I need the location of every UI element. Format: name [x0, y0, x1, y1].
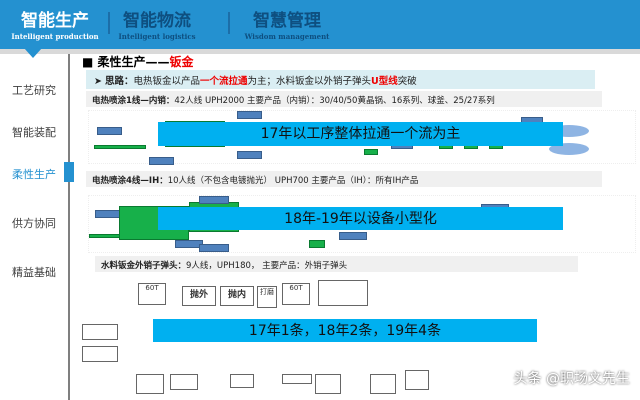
- sketch-grind-label: 打磨: [257, 286, 277, 308]
- operator-box: [237, 151, 262, 159]
- tab-title: 智能物流: [123, 11, 191, 31]
- sidebar-timeline: [68, 54, 70, 400]
- sketch-press-label: 60T: [282, 283, 310, 305]
- line-name: 水料钣金外销子弹头：: [101, 261, 187, 271]
- idea-text: 为主；水料钣金以外销子弹头: [247, 76, 372, 87]
- operator-box: [237, 111, 262, 119]
- sidebar-item-flexible-production[interactable]: 柔性生产: [12, 168, 56, 181]
- title-text: 柔性生产——: [97, 55, 170, 69]
- sketch-station: [136, 374, 164, 394]
- line-desc: 9人线，UPH180， 主要产品：外销子弹头: [186, 261, 348, 271]
- tab-divider: [108, 12, 110, 34]
- tab-intelligent-logistics[interactable]: 智能物流 Intelligent logistics: [112, 10, 202, 42]
- tab-title: 智慧管理: [253, 11, 321, 31]
- idea-text: 突破: [397, 76, 417, 87]
- output-cloud: [549, 143, 589, 155]
- sketch-station: [370, 374, 396, 394]
- section-title: ■ 柔性生产——钣金: [82, 55, 194, 69]
- line-2-banner: 18年-19年以设备小型化: [158, 207, 563, 230]
- sketch-station: [230, 374, 254, 388]
- sidebar-item-supplier-collaboration[interactable]: 供方协同: [12, 217, 56, 230]
- operator-box: [199, 244, 229, 252]
- top-nav-bar: [0, 0, 640, 49]
- line-desc: 10人线（不包含电镀抛光） UPH700 主要产品（IH）：所有IH产品: [167, 176, 419, 186]
- header-band: [0, 49, 640, 54]
- idea-highlight: U型线: [371, 76, 398, 87]
- sidebar-item-smart-assembly[interactable]: 智能装配: [12, 126, 56, 139]
- line-3-info: 水料钣金外销子弹头：9人线，UPH180， 主要产品：外销子弹头: [95, 256, 578, 272]
- tab-divider: [228, 12, 230, 34]
- watermark: 头条 @职场文先生: [513, 371, 630, 387]
- idea-label: 思路：: [104, 76, 134, 87]
- sketch-station: [82, 324, 118, 340]
- line-1-info: 电热喷涂1线—内销：42人线 UPH2000 主要产品（内销）：30/40/50…: [86, 91, 602, 107]
- line-1-banner: 17年以工序整体拉通一个流为主: [158, 122, 563, 146]
- tab-title: 智能生产: [21, 11, 89, 31]
- process-block: [94, 145, 146, 149]
- tab-subtitle: Intelligent logistics: [118, 32, 196, 41]
- sketch-station: [318, 280, 368, 306]
- tab-wisdom-management[interactable]: 智慧管理 Wisdom management: [242, 10, 332, 42]
- operator-box: [97, 127, 122, 135]
- tab-intelligent-production[interactable]: 智能生产 Intelligent production: [10, 10, 100, 42]
- sidebar-active-marker: [64, 162, 74, 182]
- operator-box: [149, 157, 174, 165]
- sketch-press-label: 60T: [138, 283, 166, 305]
- line-3-banner: 17年1条，18年2条，19年4条: [153, 319, 537, 342]
- sketch-station: [82, 346, 118, 362]
- sketch-station: [405, 370, 429, 390]
- sketch-station: [315, 374, 341, 394]
- sidebar-item-process-research[interactable]: 工艺研究: [12, 84, 56, 97]
- operator-box: [199, 196, 229, 204]
- line-name: 电热喷涂4线—IH：: [92, 176, 168, 186]
- idea-text: 电热钣金以产品: [133, 76, 201, 87]
- sidebar-item-lean-foundation[interactable]: 精益基础: [12, 266, 56, 279]
- sketch-polish-inner-label: 抛内: [220, 286, 254, 306]
- line-3-layout-sketch: 60T 抛外 抛内 打磨 60T: [70, 278, 630, 396]
- line-name: 电热喷涂1线—内销：: [92, 96, 175, 106]
- idea-highlight: 一个流拉通: [200, 76, 248, 87]
- sketch-station: [282, 374, 312, 384]
- tab-subtitle: Wisdom management: [244, 32, 330, 41]
- title-highlight: 钣金: [169, 55, 194, 69]
- process-block: [309, 240, 325, 248]
- sketch-polish-outer-label: 抛外: [182, 286, 216, 306]
- operator-box: [339, 232, 367, 240]
- line-desc: 42人线 UPH2000 主要产品（内销）：30/40/50黄晶锅、16系列、球…: [174, 96, 495, 106]
- sketch-station: [170, 374, 198, 390]
- process-block: [364, 149, 378, 155]
- tab-subtitle: Intelligent production: [11, 32, 99, 41]
- active-tab-pointer: [24, 48, 42, 58]
- line-2-info: 电热喷涂4线—IH：10人线（不包含电镀抛光） UPH700 主要产品（IH）：…: [86, 171, 602, 187]
- idea-row: ➤ 思路：电热钣金以产品一个流拉通为主；水料钣金以外销子弹头U型线突破: [86, 70, 595, 89]
